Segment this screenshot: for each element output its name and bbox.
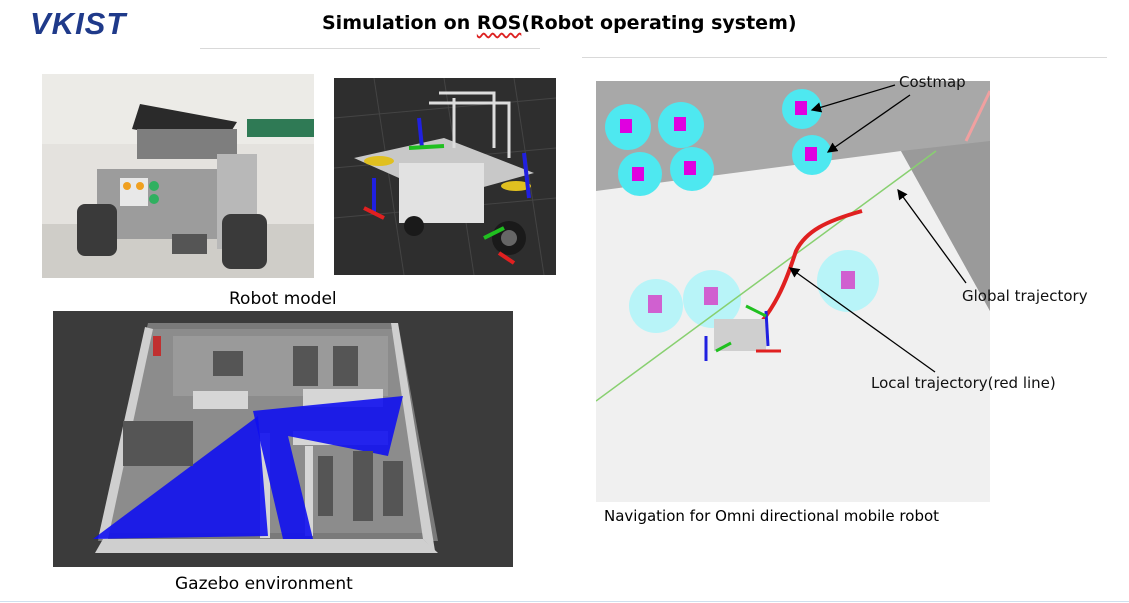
- rviz-robot-model: [334, 78, 556, 275]
- label-costmap: Costmap: [899, 73, 966, 91]
- slide-title: Simulation on ROS(Robot operating system…: [322, 12, 797, 34]
- caption-navigation: Navigation for Omni directional mobile r…: [604, 507, 940, 525]
- robot-marker: [704, 304, 781, 361]
- header-rule-left: [200, 48, 540, 49]
- vkist-logo: VKIST: [30, 6, 127, 41]
- title-ros: ROS: [476, 12, 522, 34]
- label-global-trajectory: Global trajectory: [962, 287, 1088, 305]
- navigation-map: [596, 81, 990, 502]
- costmap-blobs: [605, 89, 879, 333]
- caption-gazebo: Gazebo environment: [175, 574, 353, 594]
- robot-photo: [42, 74, 314, 278]
- gazebo-environment: [53, 311, 513, 567]
- global-trajectory-line: [596, 150, 937, 402]
- caption-robot-model: Robot model: [229, 289, 337, 309]
- title-suffix: (Robot operating system): [521, 12, 797, 34]
- label-local-trajectory: Local trajectory(red line): [871, 374, 1056, 392]
- title-prefix: Simulation on: [322, 12, 477, 34]
- footer-rule: [0, 601, 1129, 602]
- header-rule-right: [582, 57, 1107, 58]
